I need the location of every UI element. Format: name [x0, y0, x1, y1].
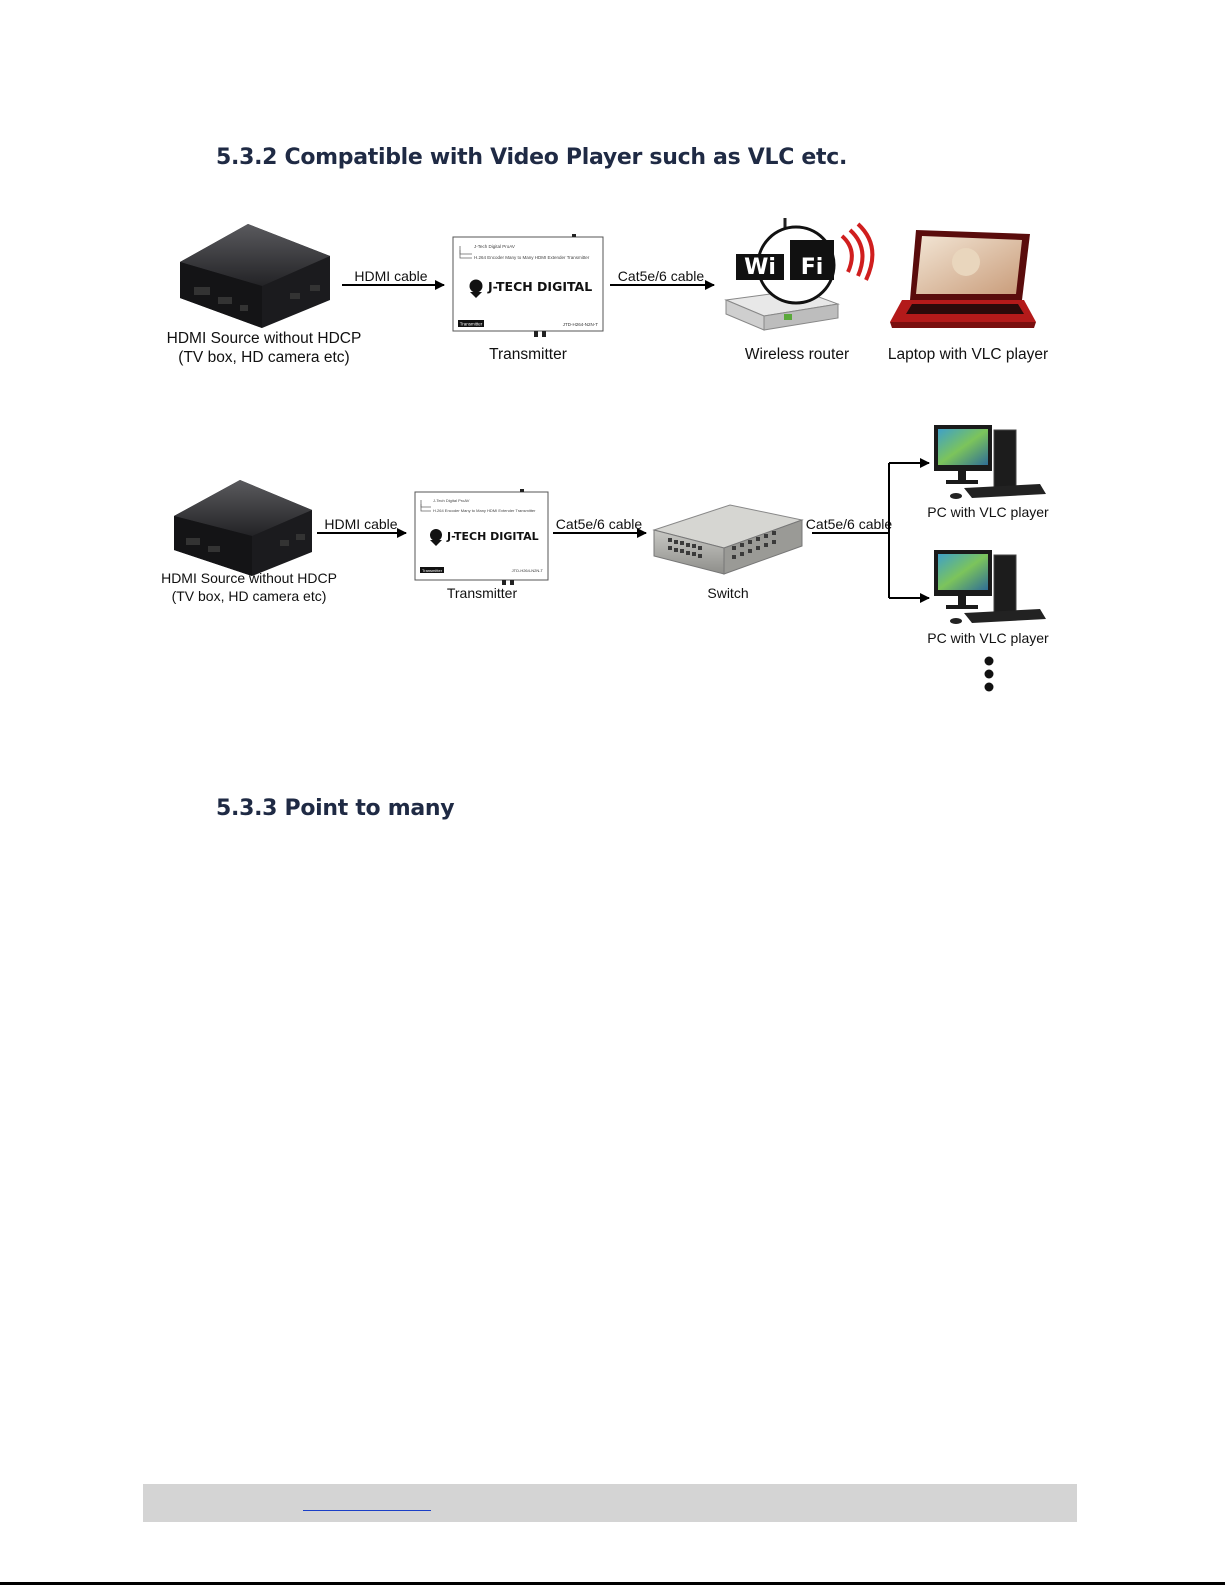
jtech-logo-icon — [430, 529, 442, 541]
wifi-logo-right: Fi — [801, 255, 824, 280]
source-label-line2: (TV box, HD camera etc) — [178, 349, 349, 366]
hdmi-source-box-icon — [174, 480, 312, 576]
device-line2: H.264 Encoder Many to Many HDMI Extender… — [474, 255, 590, 260]
wifi-logo-left: Wi — [744, 255, 776, 280]
device-line2: H.264 Encoder Many to Many HDMI Extender… — [433, 508, 536, 513]
more-dots-icon — [984, 656, 994, 692]
desktop-pc-icon — [934, 425, 1046, 499]
device-model: JTD-H264-N2N-T — [512, 568, 544, 573]
device-line1: J-Tech Digital ProAV — [474, 244, 515, 249]
transmitter-label: Transmitter — [489, 346, 567, 363]
desktop-pc-icon — [934, 550, 1046, 624]
section-heading-5-3-2: 5.3.2 Compatible with Video Player such … — [216, 145, 848, 170]
transmitter-device-icon: J-Tech Digital ProAV H.264 Encoder Many … — [452, 234, 604, 337]
cat5-cable-label-2: Cat5e/6 cable — [806, 516, 893, 532]
laptop-label: Laptop with VLC player — [888, 346, 1048, 363]
source-label-line1: HDMI Source without HDCP — [167, 330, 362, 347]
router-label: Wireless router — [745, 346, 849, 363]
pc2-label: PC with VLC player — [927, 630, 1049, 646]
source-label-line2: (TV box, HD camera etc) — [172, 588, 327, 604]
brand-name: J-TECH DIGITAL — [487, 279, 592, 294]
device-badge: Transmitter — [460, 322, 483, 327]
diagram-2: HDMI Source without HDCP (TV box, HD cam… — [161, 425, 1049, 692]
diagram-1: HDMI Source without HDCP (TV box, HD cam… — [167, 218, 1048, 366]
brand-name: J-TECH DIGITAL — [446, 530, 539, 543]
pc1-label: PC with VLC player — [927, 504, 1049, 520]
bottom-rule — [0, 1582, 1225, 1585]
cat5-cable-label-1: Cat5e/6 cable — [556, 516, 643, 532]
device-badge: Transmitter — [422, 568, 443, 573]
transmitter-device-icon: J-Tech Digital ProAV H.264 Encoder Many … — [414, 489, 549, 585]
page-footer — [143, 1484, 1077, 1522]
network-switch-icon — [652, 504, 804, 575]
wireless-router-icon: Wi Fi — [724, 218, 875, 331]
footer-link[interactable] — [303, 1492, 431, 1511]
transmitter-label: Transmitter — [447, 585, 518, 601]
device-model: JTD-H264-N2N-T — [563, 322, 599, 327]
source-label-line1: HDMI Source without HDCP — [161, 570, 337, 586]
hdmi-cable-label: HDMI cable — [324, 516, 397, 532]
hdmi-source-box-icon — [180, 224, 330, 328]
laptop-icon — [890, 230, 1036, 328]
cat5-cable-label: Cat5e/6 cable — [618, 268, 705, 284]
hdmi-cable-label: HDMI cable — [354, 268, 427, 284]
device-line1: J-Tech Digital ProAV — [433, 498, 470, 503]
switch-label: Switch — [707, 585, 748, 601]
jtech-logo-icon — [469, 279, 483, 293]
section-heading-5-3-3: 5.3.3 Point to many — [216, 796, 455, 821]
